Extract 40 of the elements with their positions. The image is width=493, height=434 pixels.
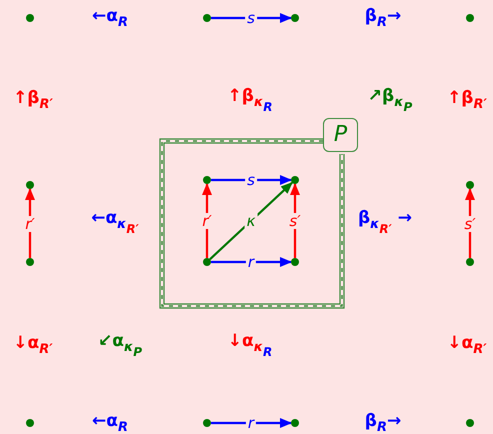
object-dot: [466, 14, 474, 22]
arrow: [290, 183, 300, 258]
object-dot: [291, 176, 299, 184]
arrow: [211, 257, 292, 267]
edge-label: r′: [200, 213, 214, 229]
morphism-label: ↓α$_{R′}$: [13, 333, 53, 357]
morphism-label: ←α$_{R}$: [92, 411, 128, 434]
object-dot: [26, 181, 34, 189]
label-box: P: [323, 118, 358, 152]
morphism-label: ↑β$_{R′}$: [13, 88, 53, 112]
morphism-label: ←α$_{R}$: [92, 6, 128, 30]
arrow: [211, 175, 292, 185]
object-dot: [203, 419, 211, 427]
object-dot: [466, 258, 474, 266]
arrow: [211, 13, 292, 23]
morphism-label: β$_{κ}$$_{R′}$ →: [358, 208, 412, 236]
morphism-label: β$_{R}$→: [364, 411, 402, 434]
edge-label: κ: [244, 213, 258, 229]
arrow: [25, 188, 35, 258]
object-dot: [203, 14, 211, 22]
morphism-label: ↑β$_{R′}$: [447, 88, 487, 112]
object-dot: [26, 258, 34, 266]
edge-label: r′: [23, 216, 37, 232]
object-dot: [291, 258, 299, 266]
edge-label: s′: [287, 213, 303, 229]
morphism-label: ↓α$_{R′}$: [447, 333, 487, 357]
object-dot: [26, 419, 34, 427]
object-dot: [203, 258, 211, 266]
arrow: [211, 418, 292, 428]
object-dot: [466, 419, 474, 427]
arrow: [209, 182, 293, 260]
morphism-label: β$_{R}$→: [364, 6, 402, 30]
object-dot: [203, 176, 211, 184]
arrow: [465, 188, 475, 258]
object-dot: [466, 181, 474, 189]
edge-label: s′: [462, 216, 478, 232]
arrow: [202, 183, 212, 258]
object-dot: [291, 419, 299, 427]
object-dot: [26, 14, 34, 22]
object-dot: [291, 14, 299, 22]
